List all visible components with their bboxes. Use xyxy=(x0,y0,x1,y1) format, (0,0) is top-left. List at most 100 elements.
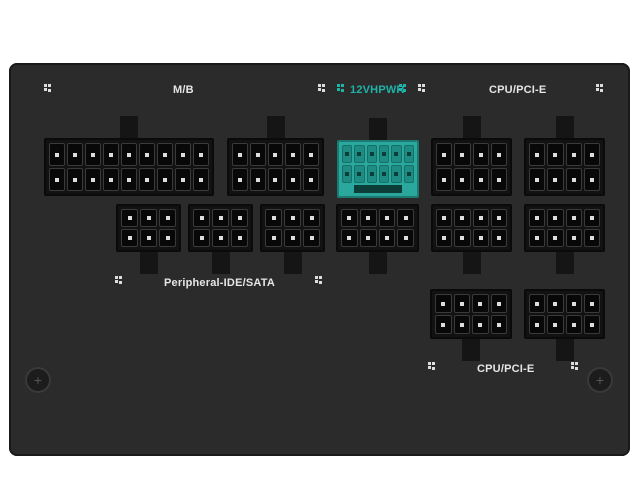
connector-cpu-pcie-3[interactable] xyxy=(336,204,419,252)
latch xyxy=(368,250,387,274)
pin xyxy=(378,209,396,227)
pin xyxy=(547,315,564,334)
pin xyxy=(103,168,119,191)
connector-peripheral-2[interactable] xyxy=(188,204,253,252)
label-cpu-pcie-bottom: CPU/PCI-E xyxy=(477,363,535,375)
marker-icon xyxy=(428,362,436,370)
pin xyxy=(231,209,248,227)
pin xyxy=(547,143,564,166)
connector-mb-24pin[interactable] xyxy=(44,138,214,196)
screw-left-icon: + xyxy=(25,367,51,393)
label-mb: M/B xyxy=(173,84,194,96)
pin xyxy=(490,209,507,227)
pin xyxy=(267,168,284,191)
pin xyxy=(378,165,390,183)
pin xyxy=(583,294,600,313)
pin xyxy=(547,229,564,247)
pin xyxy=(472,294,489,313)
pin xyxy=(175,143,191,166)
marker-icon xyxy=(337,84,345,92)
connector-cpu-pcie-2[interactable] xyxy=(524,138,605,196)
pin xyxy=(157,168,173,191)
connector-cpu-pcie-5[interactable] xyxy=(524,204,605,252)
pin xyxy=(453,294,470,313)
pin xyxy=(193,229,210,247)
pin xyxy=(67,168,83,191)
pin xyxy=(159,229,176,247)
pin xyxy=(265,229,282,247)
pin xyxy=(583,209,600,227)
pin xyxy=(303,229,320,247)
marker-icon xyxy=(418,84,426,92)
connector-mb-10pin[interactable] xyxy=(227,138,324,196)
pin xyxy=(193,143,209,166)
latch xyxy=(555,250,574,274)
pin xyxy=(565,168,582,191)
connector-12vhpwr[interactable] xyxy=(337,140,419,198)
pin xyxy=(583,315,600,334)
pin xyxy=(454,209,471,227)
pin xyxy=(139,143,155,166)
pin xyxy=(529,143,546,166)
latch xyxy=(283,250,302,274)
pin xyxy=(121,168,137,191)
pin xyxy=(85,143,101,166)
latch xyxy=(120,116,138,140)
pin xyxy=(454,168,471,191)
pin xyxy=(285,168,302,191)
pin xyxy=(378,145,390,163)
pin xyxy=(378,229,396,247)
label-12vhpwr: 12VHPWR xyxy=(350,84,405,96)
pin xyxy=(303,143,319,166)
pin xyxy=(454,143,471,166)
sense-pins xyxy=(354,185,402,193)
pin xyxy=(565,229,582,247)
pin xyxy=(359,209,377,227)
latch xyxy=(462,116,481,140)
pin xyxy=(175,168,191,191)
pin xyxy=(140,229,157,247)
marker-icon xyxy=(399,84,407,92)
marker-icon xyxy=(115,276,123,284)
pin xyxy=(232,143,248,166)
pin xyxy=(547,209,564,227)
marker-icon xyxy=(596,84,604,92)
connector-cpu-pcie-7[interactable] xyxy=(524,289,605,339)
latch xyxy=(555,116,574,140)
pin xyxy=(249,168,266,191)
connector-cpu-pcie-6[interactable] xyxy=(430,289,512,339)
connector-peripheral-3[interactable] xyxy=(260,204,325,252)
pin xyxy=(49,143,65,166)
pin xyxy=(454,229,471,247)
pin xyxy=(453,315,470,334)
marker-icon xyxy=(318,84,326,92)
pin xyxy=(472,168,489,191)
pin xyxy=(472,315,489,334)
pin xyxy=(285,143,302,166)
pin xyxy=(121,229,138,247)
pin xyxy=(284,229,301,247)
marker-icon xyxy=(44,84,52,92)
pin xyxy=(341,229,358,247)
pin xyxy=(232,168,248,191)
pin xyxy=(303,209,320,227)
psu-modular-panel xyxy=(9,63,630,456)
pin xyxy=(435,315,452,334)
pin xyxy=(249,143,266,166)
pin xyxy=(547,168,564,191)
pin xyxy=(265,209,282,227)
connector-cpu-pcie-4[interactable] xyxy=(431,204,512,252)
pin xyxy=(435,294,452,313)
connector-peripheral-1[interactable] xyxy=(116,204,181,252)
pin xyxy=(472,229,489,247)
pin xyxy=(212,209,229,227)
connector-cpu-pcie-1[interactable] xyxy=(431,138,512,196)
pin xyxy=(403,145,414,163)
pin xyxy=(490,143,507,166)
pin xyxy=(354,165,365,183)
pin xyxy=(529,209,546,227)
pin xyxy=(397,229,414,247)
pin xyxy=(490,229,507,247)
pin xyxy=(565,209,582,227)
pin xyxy=(193,168,209,191)
